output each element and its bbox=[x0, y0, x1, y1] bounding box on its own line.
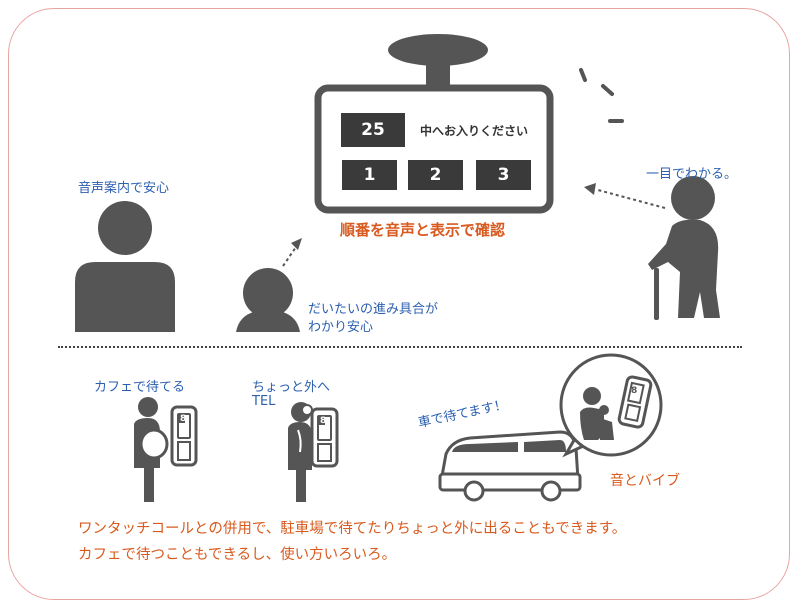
sound-lines-icon bbox=[579, 68, 624, 123]
display-number-2: 2 bbox=[408, 160, 463, 190]
sight-line-icon bbox=[597, 189, 666, 209]
pager-icon bbox=[617, 375, 653, 429]
footer-line-1: ワンタッチコールとの併用で、駐車場で待てたりちょっと外に出ることもできます。 bbox=[78, 521, 627, 537]
label-voice-guidance: 音声案内で安心 bbox=[78, 181, 170, 196]
car-icon bbox=[438, 430, 582, 502]
label-progress-1: だいたいの進み具合が bbox=[308, 302, 439, 317]
label-cafe-wait: カフェで待てる bbox=[94, 380, 186, 395]
pager-digit: 8 bbox=[631, 386, 638, 396]
sight-line-icon bbox=[282, 246, 297, 267]
label-progress-2: わかり安心 bbox=[308, 320, 374, 335]
dotted-divider bbox=[58, 346, 742, 348]
phone-person-icon bbox=[288, 402, 313, 502]
label-step-out-2: TEL bbox=[252, 394, 276, 409]
display-number-large: 25 bbox=[341, 113, 405, 147]
cafe-person-icon bbox=[134, 397, 169, 502]
pager-icon bbox=[310, 407, 339, 468]
pager-digit: 8 bbox=[180, 414, 187, 424]
label-step-out-1: ちょっと外へ bbox=[252, 380, 331, 395]
display-message: 中へお入りください bbox=[420, 124, 529, 138]
rounded-frame bbox=[8, 8, 790, 600]
label-sound-vibe: 音とバイブ bbox=[610, 473, 680, 489]
label-glance: 一目でわかる。 bbox=[646, 167, 738, 182]
pager-icon bbox=[170, 405, 198, 467]
person-glancing-icon bbox=[236, 268, 300, 332]
display-caption: 順番を音声と表示で確認 bbox=[340, 221, 506, 239]
person-listening-icon bbox=[75, 201, 175, 332]
seated-person-icon bbox=[580, 387, 614, 440]
pager-digit: 8 bbox=[320, 416, 327, 426]
elderly-person-icon bbox=[648, 176, 720, 320]
footer-line-2: カフェで待つこともできるし、使い方いろいろ。 bbox=[78, 547, 397, 563]
display-number-1: 1 bbox=[342, 160, 397, 190]
display-number-3: 3 bbox=[476, 160, 531, 190]
